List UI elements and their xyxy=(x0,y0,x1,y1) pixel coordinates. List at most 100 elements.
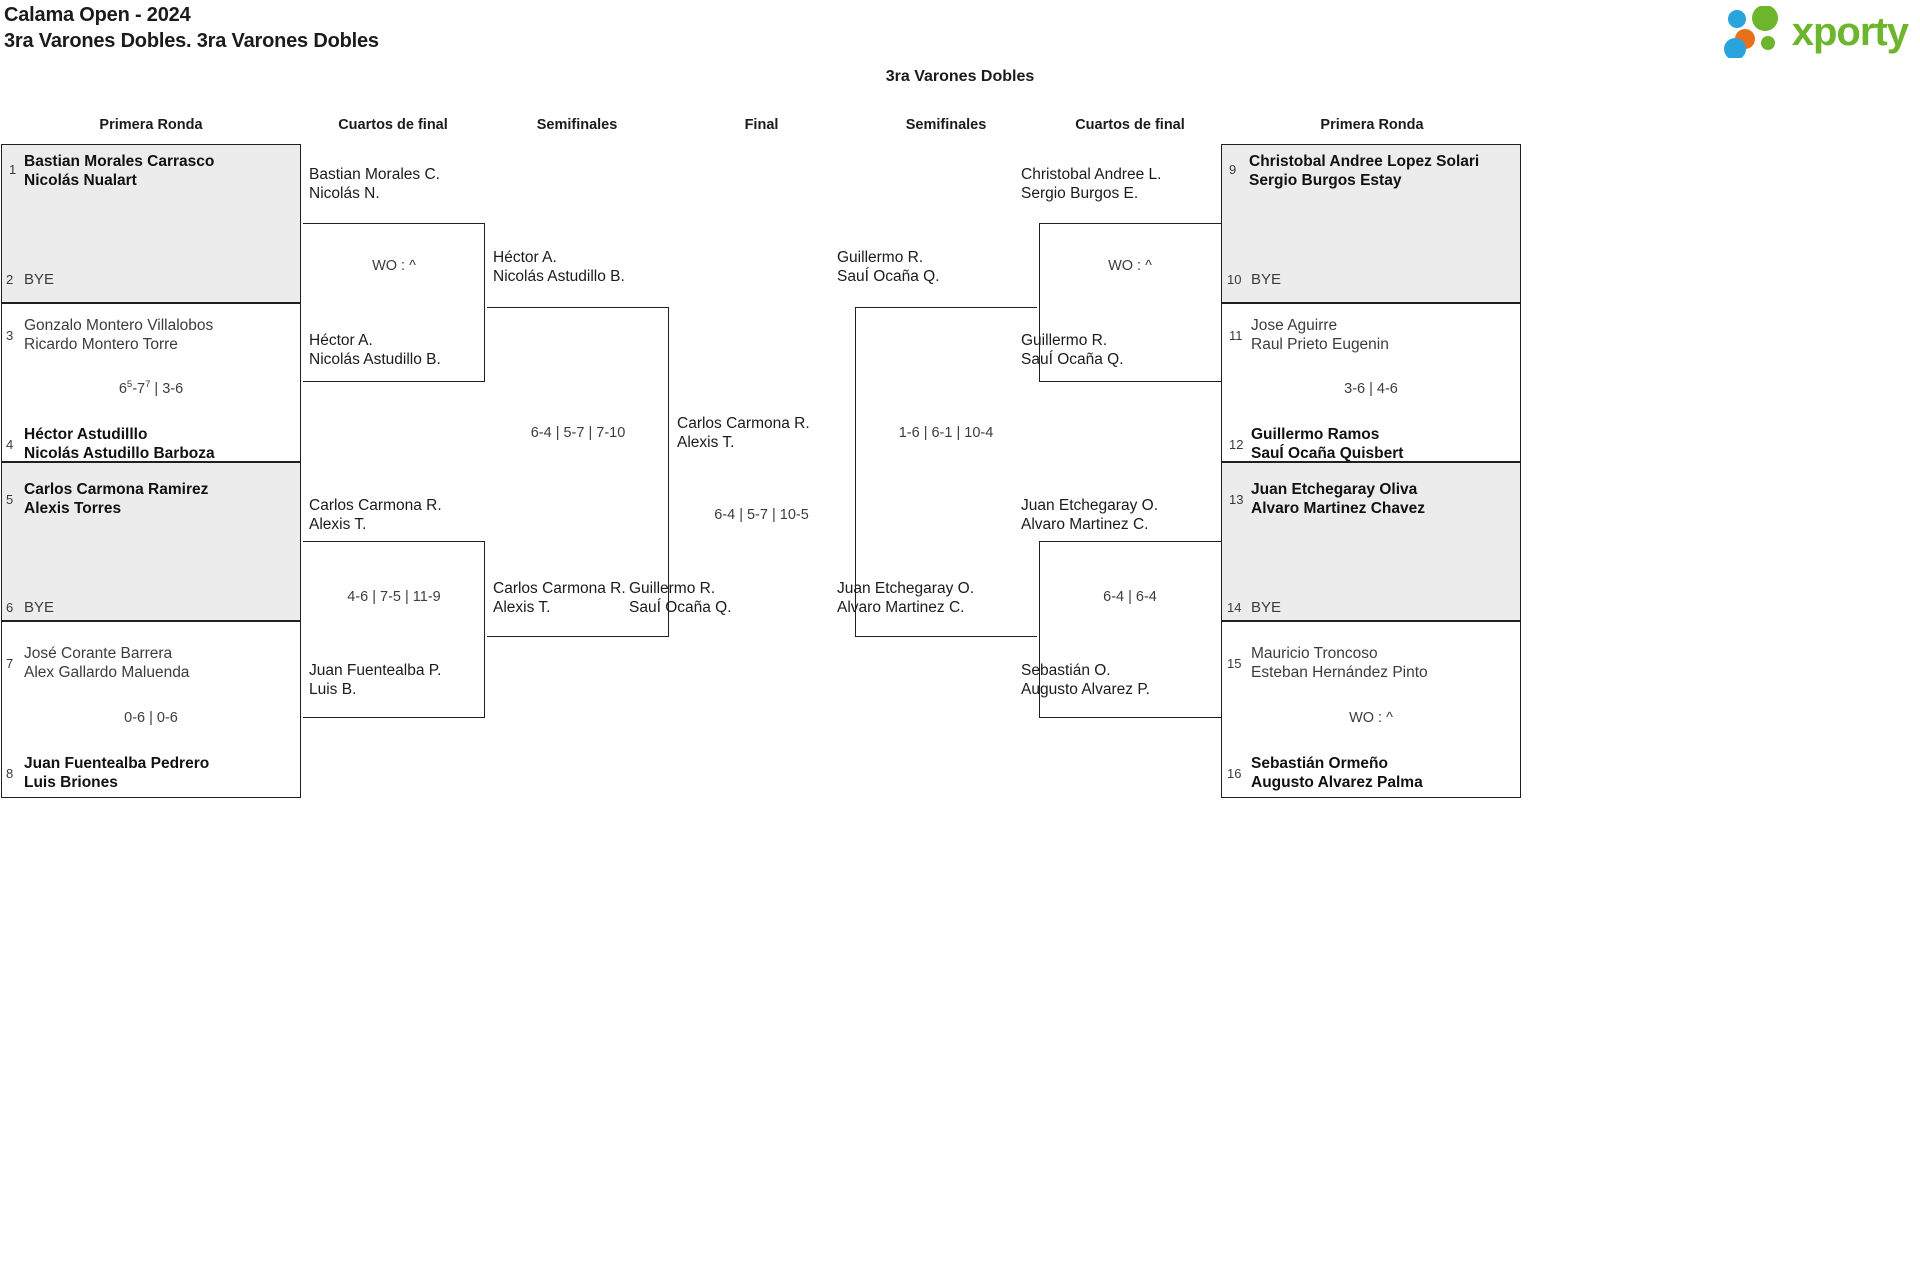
match-score: 1-6 | 6-1 | 10-4 xyxy=(898,425,994,441)
seed-number: 3 xyxy=(6,328,14,343)
match-cell-2[interactable] xyxy=(1,303,301,462)
seed-number: 8 xyxy=(6,766,14,781)
player-name: SauÍ Ocaña Q. xyxy=(837,268,940,285)
seed-number: 6 xyxy=(6,600,14,615)
match-score: 6-4 | 5-7 | 7-10 xyxy=(530,425,626,441)
match-cell-7[interactable] xyxy=(1221,462,1521,621)
player-name: Bastian Morales C. xyxy=(309,166,440,183)
connector-right-sf xyxy=(855,307,1037,637)
match-score: 3-6 | 4-6 xyxy=(1344,381,1398,397)
seed-number: 12 xyxy=(1229,437,1244,452)
match-score: WO : ^ xyxy=(1349,710,1393,726)
player-name: Guillermo Ramos xyxy=(1251,426,1380,443)
round-header-left-qf: Cuartos de final xyxy=(338,117,448,133)
player-name: Sebastián O. xyxy=(1021,662,1111,679)
seed-number: 11 xyxy=(1229,328,1243,343)
player-name: Juan Fuentealba Pedrero xyxy=(24,755,210,772)
final-score: 6-4 | 5-7 | 10-5 xyxy=(714,507,809,523)
player-name: Nicolás N. xyxy=(309,185,380,202)
bye-label: BYE xyxy=(24,599,55,616)
seed-number: 16 xyxy=(1227,766,1242,781)
connector-left-sf xyxy=(487,307,669,637)
player-name: Luis B. xyxy=(309,681,357,698)
player-name: Héctor A. xyxy=(493,249,557,266)
match-cell-3[interactable] xyxy=(1,462,301,621)
seed-number: 10 xyxy=(1227,272,1242,287)
match-cell-6[interactable] xyxy=(1221,303,1521,462)
player-name: Juan Fuentealba P. xyxy=(309,662,442,679)
seed-number: 1 xyxy=(9,162,17,177)
player-name: Sebastián Ormeño xyxy=(1251,755,1388,772)
match-score: 4-6 | 7-5 | 11-9 xyxy=(347,589,441,605)
bye-label: BYE xyxy=(1251,271,1282,288)
round-header-right-qf: Cuartos de final xyxy=(1075,117,1185,133)
player-name: Alvaro Martinez C. xyxy=(837,599,965,616)
match-score: 65-77 | 3-6 xyxy=(118,379,184,397)
match-score: WO : ^ xyxy=(1108,258,1152,274)
player-name-final-right: SauÍ Ocaña Q. xyxy=(629,599,732,616)
player-name: Alvaro Martinez C. xyxy=(1021,516,1149,533)
match-cell-5[interactable] xyxy=(1221,144,1521,303)
xporty-logo: xporty xyxy=(1723,6,1909,58)
player-name: Christobal Andree Lopez Solari xyxy=(1249,153,1480,170)
round-header-left-sf: Semifinales xyxy=(536,117,618,133)
player-name: Ricardo Montero Torre xyxy=(24,336,178,353)
player-name: Christobal Andree L. xyxy=(1021,166,1162,183)
logo-dots-icon xyxy=(1723,6,1778,58)
player-name: SauÍ Ocaña Quisbert xyxy=(1251,445,1404,462)
player-name: Gonzalo Montero Villalobos xyxy=(24,317,214,334)
connector-right-qf-1 xyxy=(1039,223,1221,382)
bye-label: BYE xyxy=(24,271,55,288)
match-score: WO : ^ xyxy=(372,258,416,274)
player-name: Carlos Carmona R. xyxy=(309,497,442,514)
seed-number: 4 xyxy=(6,437,14,452)
seed-number: 2 xyxy=(6,272,14,287)
seed-number: 15 xyxy=(1227,656,1242,671)
seed-number: 13 xyxy=(1229,492,1244,507)
match-cell-8[interactable] xyxy=(1221,621,1521,798)
seed-number: 5 xyxy=(6,492,14,507)
player-name: Esteban Hernández Pinto xyxy=(1251,664,1428,681)
player-name: Carlos Carmona Ramirez xyxy=(24,481,209,498)
logo-wordmark: xporty xyxy=(1791,10,1909,54)
seed-number: 9 xyxy=(1229,162,1237,177)
player-name: Sergio Burgos Estay xyxy=(1249,172,1402,189)
player-name: Nicolás Astudillo Barboza xyxy=(24,445,215,462)
player-name: Nicolás Nualart xyxy=(24,172,137,189)
player-name: Luis Briones xyxy=(24,774,118,791)
player-name: Juan Etchegaray O. xyxy=(1021,497,1158,514)
player-name: Nicolás Astudillo B. xyxy=(493,268,625,285)
player-name: Juan Etchegaray O. xyxy=(837,580,974,597)
seed-number: 7 xyxy=(6,656,14,671)
player-name: Mauricio Troncoso xyxy=(1251,645,1378,662)
match-score: 0-6 | 0-6 xyxy=(124,710,178,726)
page-title: Calama Open - 2024 3ra Varones Dobles. 3… xyxy=(4,2,379,54)
player-name: Jose Aguirre xyxy=(1251,317,1338,334)
match-score: 6-4 | 6-4 xyxy=(1103,589,1157,605)
player-name: SauÍ Ocaña Q. xyxy=(1021,351,1124,368)
player-name: Héctor Astudilllo xyxy=(24,426,148,443)
player-name: Guillermo R. xyxy=(837,249,924,266)
match-cell-1[interactable] xyxy=(1,144,301,303)
player-name: Guillermo R. xyxy=(1021,332,1108,349)
connector-right-qf-2 xyxy=(1039,541,1221,718)
player-name: Alvaro Martinez Chavez xyxy=(1251,500,1425,517)
player-name: Nicolás Astudillo B. xyxy=(309,351,441,368)
player-name: Héctor A. xyxy=(309,332,373,349)
player-name: Sergio Burgos E. xyxy=(1021,185,1139,202)
player-name-final-left: Carlos Carmona R. xyxy=(677,415,810,432)
player-name: Alexis T. xyxy=(309,516,367,533)
category-name: 3ra Varones Dobles. 3ra Varones Dobles xyxy=(4,30,379,52)
bye-label: BYE xyxy=(1251,599,1282,616)
player-name: Bastian Morales Carrasco xyxy=(24,153,215,170)
player-name: Raul Prieto Eugenin xyxy=(1251,336,1389,353)
connector-left-qf-1 xyxy=(303,223,485,382)
match-cell-4[interactable] xyxy=(1,621,301,798)
player-name: Alex Gallardo Maluenda xyxy=(24,664,190,681)
player-name-final-left: Alexis T. xyxy=(677,434,735,451)
player-name: José Corante Barrera xyxy=(24,645,173,662)
connector-left-qf-2 xyxy=(303,541,485,718)
round-header-right-sf: Semifinales xyxy=(905,117,987,133)
player-name: Alexis T. xyxy=(493,599,551,616)
